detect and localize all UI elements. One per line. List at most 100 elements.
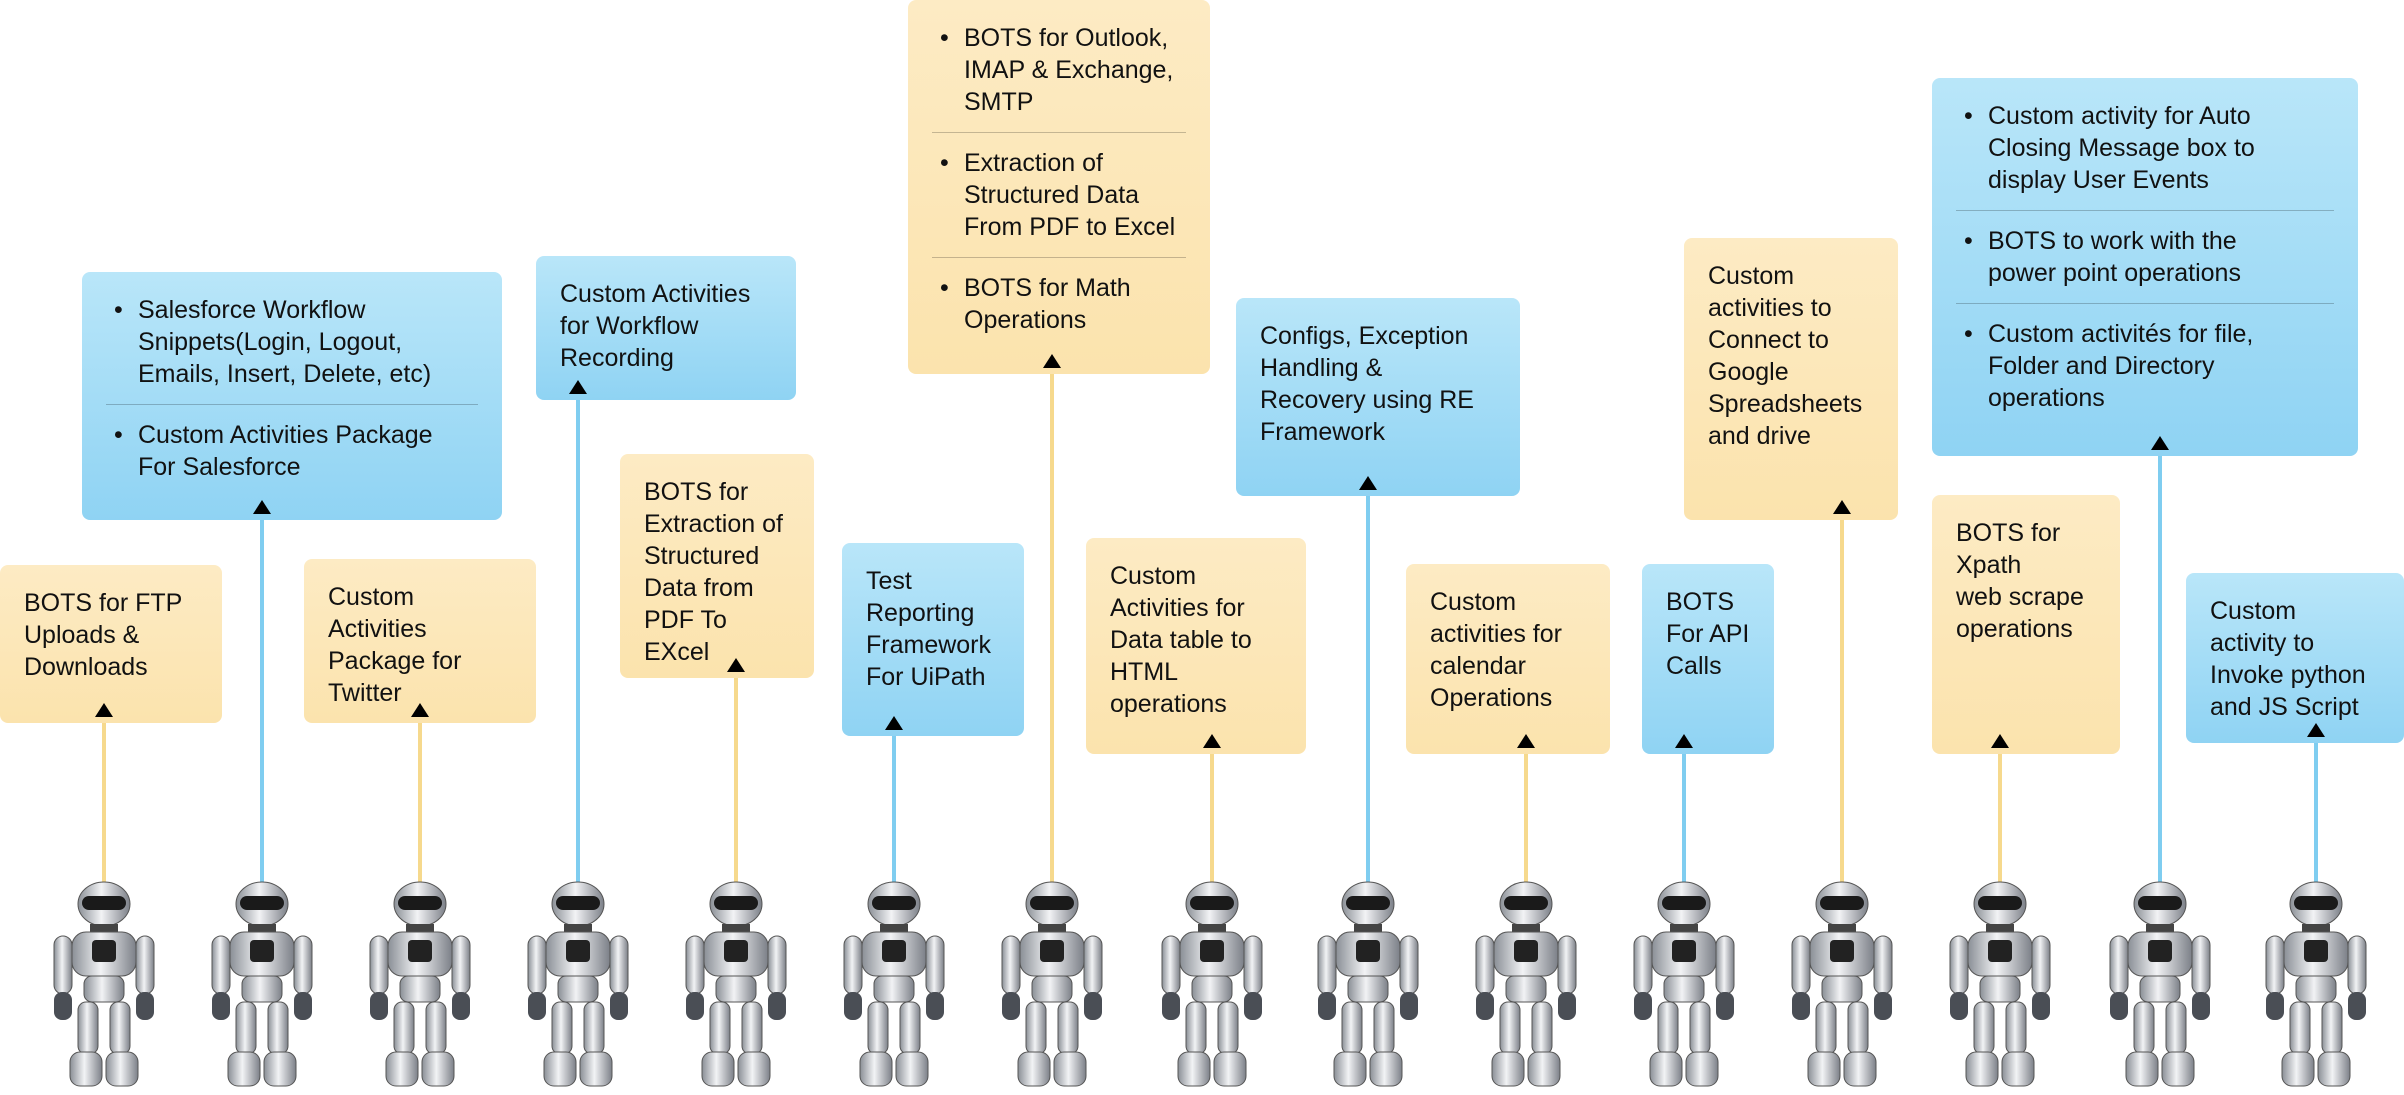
connector-line-message-box	[2158, 452, 2162, 892]
bullet-text-line: For Salesforce	[138, 453, 301, 481]
box-text-line: Google	[1708, 358, 1789, 386]
connector-line-ftp	[102, 719, 106, 892]
robot-icon	[1308, 880, 1428, 1090]
bullet-item: Custom activités for file,Folder and Dir…	[1956, 318, 2334, 414]
bullet-text-line: From PDF to Excel	[964, 213, 1176, 241]
bullet-text-line: Extraction of	[964, 149, 1103, 177]
box-text-line: calendar	[1430, 652, 1526, 680]
bullet-text-line: Emails, Insert, Delete, etc)	[138, 360, 432, 388]
box-text-line: For API	[1666, 620, 1750, 648]
bullet-text-line: power point operations	[1988, 259, 2241, 287]
box-text-line: Connect to	[1708, 326, 1829, 354]
box-text-line: Reporting	[866, 599, 975, 627]
bullet-item: BOTS for Outlook,IMAP & Exchange,SMTP	[932, 22, 1186, 133]
bullet-text-line: Salesforce Workflow	[138, 296, 366, 324]
arrow-up-icon	[1833, 500, 1851, 514]
arrow-up-icon	[95, 703, 113, 717]
box-text-line: Structured	[644, 542, 760, 570]
arrow-up-icon	[253, 500, 271, 514]
arrow-up-icon	[1991, 734, 2009, 748]
box-text-line: PDF To EXcel	[644, 606, 727, 666]
box-text-line: For UiPath	[866, 663, 986, 691]
box-text-line: Recovery using RE	[1260, 386, 1474, 414]
box-text-line: Custom	[2210, 597, 2297, 625]
bullet-text-line: IMAP & Exchange,	[964, 56, 1174, 84]
box-text-line: web scrape	[1956, 583, 2084, 611]
box-text-line: Test	[866, 567, 912, 595]
bullet-text-line: Closing Message box to	[1988, 134, 2255, 162]
connector-line-outlook	[1050, 370, 1054, 892]
box-text-line: Custom	[1430, 588, 1517, 616]
bullet-text-line: Structured Data	[964, 181, 1140, 209]
robot-icon	[2256, 880, 2376, 1090]
connector-line-test-reporting	[892, 732, 896, 892]
box-text-line: for Workflow	[560, 312, 699, 340]
box-text-line: Data table to	[1110, 626, 1252, 654]
robot-icon	[44, 880, 164, 1090]
arrow-up-icon	[727, 658, 745, 672]
connector-line-twitter	[418, 719, 422, 892]
bullet-text-line: Snippets(Login, Logout,	[138, 328, 403, 356]
box-text-line: Custom Activities	[560, 280, 751, 308]
bullet-text-line: Custom activity for Auto	[1988, 102, 2251, 130]
connector-line-workflow-recording	[576, 396, 580, 892]
bullet-text-line: BOTS for Math	[964, 274, 1131, 302]
robot-icon	[1940, 880, 2060, 1090]
box-text-line: activity to	[2210, 629, 2315, 657]
box-text-line: HTML	[1110, 658, 1179, 686]
box-text-line: activities to	[1708, 294, 1832, 322]
robot-icon	[1466, 880, 1586, 1090]
box-text-line: Activities	[328, 615, 427, 643]
connector-line-datatable-html	[1210, 750, 1214, 892]
box-text-line: BOTS for	[644, 478, 749, 506]
box-text-line: Data from	[644, 574, 754, 602]
robot-icon	[992, 880, 1112, 1090]
box-outlook: BOTS for Outlook,IMAP & Exchange,SMTPExt…	[908, 0, 1210, 374]
box-text-line: Custom	[328, 583, 415, 611]
box-text-line: Twitter	[328, 679, 402, 707]
box-text-line: Operations	[1430, 684, 1553, 712]
box-text-line: Recording	[560, 344, 674, 372]
robot-icon	[1782, 880, 1902, 1090]
robot-icon	[202, 880, 322, 1090]
box-text-line: BOTS for FTP	[24, 589, 183, 617]
box-text-line: Extraction of	[644, 510, 783, 538]
robot-icon	[2100, 880, 2220, 1090]
box-text-line: Framework	[866, 631, 992, 659]
connector-line-pdf-extraction	[734, 674, 738, 892]
box-text-line: Configs, Exception	[1260, 322, 1469, 350]
arrow-up-icon	[411, 703, 429, 717]
bullet-text-line: SMTP	[964, 88, 1034, 116]
bullet-text-line: Custom activités for file,	[1988, 320, 2254, 348]
connector-line-api-calls	[1682, 750, 1686, 892]
connector-line-xpath	[1998, 750, 2002, 892]
connector-line-calendar	[1524, 750, 1528, 892]
robot-icon	[518, 880, 638, 1090]
bullet-text-line: operations	[1988, 384, 2105, 412]
box-text-line: operations	[1110, 690, 1227, 718]
bullet-text-line: Operations	[964, 306, 1087, 334]
box-text-line: Activities for	[1110, 594, 1245, 622]
robot-icon	[1624, 880, 1744, 1090]
arrow-up-icon	[885, 716, 903, 730]
robot-icon	[1152, 880, 1272, 1090]
box-text-line: Handling &	[1260, 354, 1383, 382]
bullet-text-line: display User Events	[1988, 166, 2209, 194]
bullet-list: BOTS for Outlook,IMAP & Exchange,SMTPExt…	[932, 22, 1186, 336]
box-text-line: Custom	[1708, 262, 1795, 290]
arrow-up-icon	[1517, 734, 1535, 748]
box-text-line: Uploads &	[24, 621, 140, 649]
